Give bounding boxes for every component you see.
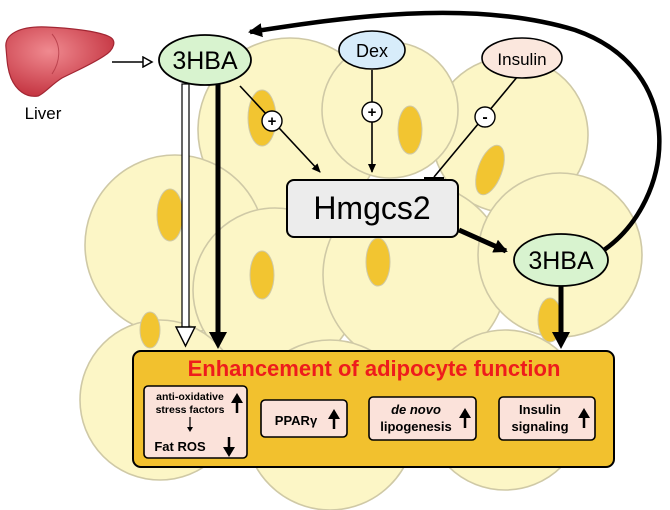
hmgcs2-node: Hmgcs2 xyxy=(286,179,459,238)
feedback-curve-arrow xyxy=(248,10,662,252)
open-vertical-arrow xyxy=(174,83,197,348)
up-arrow-icon xyxy=(328,409,340,429)
3hba-label: 3HBA xyxy=(172,47,238,75)
liver-label: Liver xyxy=(25,104,62,123)
insulin-signaling-item: Insulin signaling xyxy=(498,396,596,441)
item2-label: PPARγ xyxy=(275,413,318,428)
3hba-node-right: 3HBA xyxy=(513,233,609,287)
lipogenesis-item: de novo lipogenesis xyxy=(368,396,477,441)
ppar-gamma-item: PPARγ xyxy=(260,399,348,438)
3hba-to-hmgcs2-arrow xyxy=(239,85,321,173)
up-arrow-icon xyxy=(231,393,243,413)
item3-line2: lipogenesis xyxy=(380,419,452,434)
insulin-inhibition-line xyxy=(424,75,519,179)
down-arrow-icon xyxy=(223,437,235,457)
item3-line1: de novo xyxy=(391,402,441,417)
insulin-node: Insulin xyxy=(481,37,563,79)
plus-sign-text: + xyxy=(268,113,277,130)
up-arrow-icon xyxy=(459,408,471,428)
plus-sign-dex: + xyxy=(361,101,383,123)
item1-line1: anti-oxidative xyxy=(156,391,224,403)
3hba-label: 3HBA xyxy=(528,247,594,275)
insulin-label: Insulin xyxy=(497,50,546,69)
adipocyte-cell xyxy=(321,41,459,179)
right-bold-down-arrowhead xyxy=(552,332,570,349)
liver-icon xyxy=(5,26,115,97)
dex-node: Dex xyxy=(338,30,406,70)
up-arrow-icon xyxy=(578,408,590,428)
hmgcs2-to-3hba-arrow xyxy=(457,227,508,254)
bold-vertical-arrowhead xyxy=(209,332,227,349)
down-arrow-icon xyxy=(187,417,193,432)
dex-label: Dex xyxy=(356,41,388,61)
adipocyte-function-box: Enhancement of adipocyte function anti-o… xyxy=(132,350,615,468)
minus-sign-text: - xyxy=(482,109,487,126)
minus-sign-insulin: - xyxy=(474,106,496,128)
plus-sign-3hba: + xyxy=(261,110,283,132)
item4-line1: Insulin xyxy=(519,402,561,417)
function-box-title: Enhancement of adipocyte function xyxy=(188,356,561,381)
plus-sign-text: + xyxy=(368,104,377,121)
item4-line2: signaling xyxy=(511,419,568,434)
antioxidative-item: anti-oxidative stress factors Fat ROS xyxy=(143,385,248,459)
item1-line3: Fat ROS xyxy=(154,439,206,454)
hmgcs2-label: Hmgcs2 xyxy=(313,190,430,226)
3hba-node-top: 3HBA xyxy=(158,34,252,86)
item1-line2: stress factors xyxy=(156,404,225,416)
